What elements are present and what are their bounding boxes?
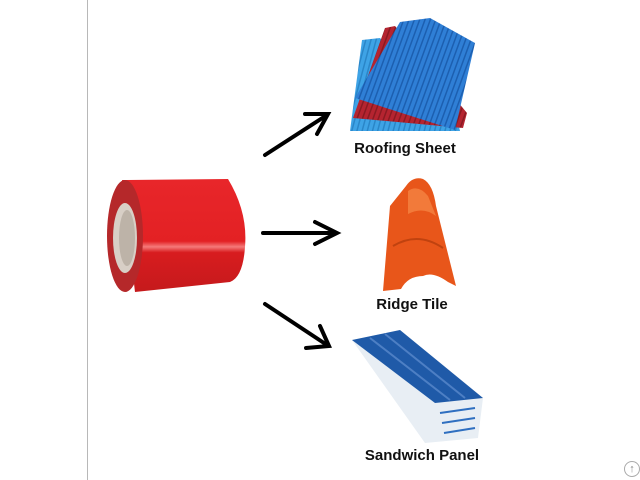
arrow-right-icon: [261, 220, 342, 246]
arrow-up-right-icon: [263, 112, 332, 157]
sandwich-panel-image: [352, 330, 483, 443]
left-border-line: [87, 0, 88, 480]
ridge-tile-label: Ridge Tile: [376, 296, 448, 313]
arrows: [261, 112, 342, 350]
roofing-sheet-label: Roofing Sheet: [354, 140, 456, 157]
roofing-sheet-image: [350, 18, 475, 131]
arrow-down-right-icon: [263, 302, 332, 350]
arrow-up-circle-icon[interactable]: ↑: [624, 461, 640, 477]
sandwich-panel-label: Sandwich Panel: [364, 447, 480, 464]
ridge-tile-image: [383, 178, 456, 291]
steel-coil-image: [107, 179, 246, 292]
